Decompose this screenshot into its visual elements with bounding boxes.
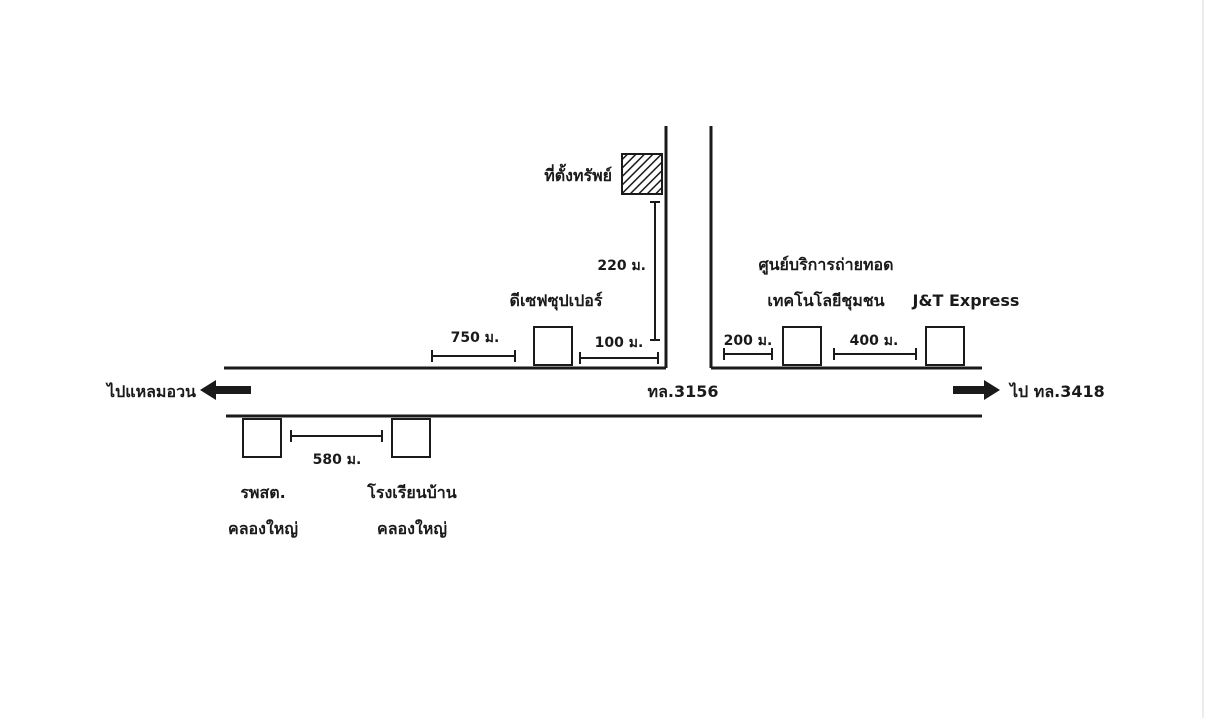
health-center-label-line1: รพสต. xyxy=(240,483,285,502)
road-name-label: ทล.3156 xyxy=(648,382,719,401)
health-center-building xyxy=(242,418,282,458)
school-label-line2: คลองใหญ่ xyxy=(377,519,447,539)
health-center-label-line2: คลองใหญ่ xyxy=(228,519,298,539)
right-direction-label: ไป ทล.3418 xyxy=(1008,382,1105,401)
jt-express-building xyxy=(925,326,965,366)
dim-400-label: 400 ม. xyxy=(850,333,899,349)
dim-200-label: 200 ม. xyxy=(724,333,773,349)
school-label-line1: โรงเรียนบ้าน xyxy=(366,482,457,502)
property-marker xyxy=(621,153,663,195)
left-direction-label: ไปแหลมอวน xyxy=(105,382,196,401)
tech-center-building xyxy=(782,326,822,366)
jt-express-label: J&T Express xyxy=(912,291,1020,310)
property-label: ที่ตั้งทรัพย์ xyxy=(544,163,612,185)
tech-center-label-line1: ศูนย์บริการถ่ายทอด xyxy=(758,255,893,276)
tech-center-label-line2: เทคโนโลยีชุมชน xyxy=(767,290,884,311)
supermarket-label: ดีเซฟซุปเปอร์ xyxy=(510,291,603,311)
dim-220-label: 220 ม. xyxy=(597,258,646,274)
dim-100-label: 100 ม. xyxy=(595,335,644,351)
school-building xyxy=(391,418,431,458)
supermarket-building xyxy=(533,326,573,366)
arrow-left-icon xyxy=(200,380,251,400)
dim-580-label: 580 ม. xyxy=(313,452,362,468)
arrow-right-icon xyxy=(953,380,1000,400)
dim-750-label: 750 ม. xyxy=(451,330,500,346)
